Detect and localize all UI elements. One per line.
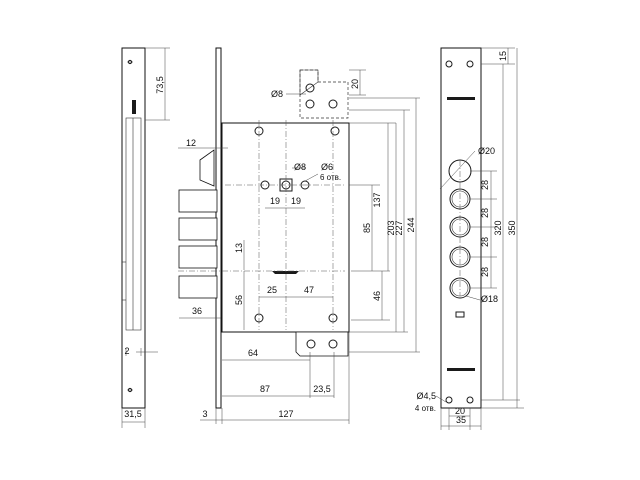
dim-203: 203 [386, 220, 396, 235]
bolt-4 [178, 275, 218, 299]
dim-top-20: 20 [350, 79, 360, 89]
bolt-2 [178, 217, 218, 241]
strike-hole-top-left [305, 83, 315, 93]
dim-56: 56 [234, 295, 244, 305]
dim-faceplate-diam-18: Ø18 [481, 294, 498, 304]
lower-hole-right [328, 339, 338, 349]
dim-faceplate-35: 35 [456, 415, 466, 425]
dim-46: 46 [372, 291, 382, 301]
dim-36: 36 [192, 306, 202, 316]
dim-spacing-right: 19 [291, 196, 301, 206]
dim-hole-count: 6 отв. [320, 173, 341, 182]
side-view-tab [132, 100, 136, 114]
faceplate-screw-br [466, 396, 474, 404]
dim-faceplate-diam-4-5: Ø4,5 [416, 391, 436, 401]
dim-137: 137 [372, 192, 382, 207]
dim-25: 25 [267, 285, 277, 295]
faceplate-screw-bl [445, 396, 453, 404]
dim-bolt-gap: 12 [186, 138, 196, 148]
keyhole [272, 271, 299, 274]
dim-top-diam: Ø8 [271, 89, 283, 99]
faceplate-screw-tr [466, 60, 474, 68]
dim-pitch-1: 28 [480, 180, 490, 190]
dim-side-width: 31,5 [124, 409, 142, 419]
dim-faceplate-20: 20 [455, 406, 465, 416]
dim-23-5: 23,5 [313, 384, 331, 394]
dim-hole-diam: Ø6 [321, 162, 333, 172]
lower-strike-plate [295, 331, 349, 357]
dim-pitch-3: 28 [480, 237, 490, 247]
side-view-faceplate [121, 47, 146, 409]
side-view-case [125, 117, 142, 331]
dim-85: 85 [362, 223, 372, 233]
dim-13: 13 [234, 243, 244, 253]
dim-47: 47 [304, 285, 314, 295]
upper-strike-tab [299, 69, 349, 119]
latch-bolt [199, 149, 215, 187]
faceplate-screw-tl [445, 60, 453, 68]
faceplate-marking-top [447, 97, 475, 100]
dim-spacing-left: 19 [270, 196, 280, 206]
dim-faceplate-15: 15 [498, 51, 508, 61]
dim-faceplate-hole-count: 4 отв. [415, 404, 436, 413]
dim-3: 3 [202, 409, 207, 419]
dim-side-top: 73,5 [155, 76, 165, 94]
faceplate [440, 47, 482, 409]
case-screw-tr [330, 126, 340, 136]
faceplate-slot [455, 311, 465, 318]
dim-pitch-4: 28 [480, 267, 490, 277]
dim-pitch-2: 28 [480, 208, 490, 218]
lower-hole-left [306, 339, 316, 349]
dim-227: 227 [394, 220, 404, 235]
dim-87: 87 [260, 384, 270, 394]
bolt-3 [178, 245, 218, 269]
strike-hole-top-right [328, 99, 338, 109]
faceplate-view: 15 Ø20 28 28 28 28 320 350 Ø18 Ø4,5 4 от… [415, 47, 524, 430]
faceplate-marking-bottom [447, 368, 475, 371]
dim-faceplate-320: 320 [493, 220, 503, 235]
dim-64: 64 [248, 348, 258, 358]
dim-127: 127 [278, 409, 293, 419]
dim-spindle-diam: Ø8 [294, 162, 306, 172]
dim-244: 244 [406, 217, 416, 232]
front-view: 12 Ø8 20 Ø8 Ø6 6 отв. 19 19 13 25 47 36 … [178, 47, 420, 424]
side-view: 73,5 2 31,5 [121, 47, 170, 428]
bolt-1 [178, 189, 218, 213]
strike-hole-mid [305, 99, 315, 109]
dim-faceplate-diam-20: Ø20 [478, 146, 495, 156]
dim-faceplate-350: 350 [507, 220, 517, 235]
dim-side-offset: 2 [124, 346, 129, 356]
